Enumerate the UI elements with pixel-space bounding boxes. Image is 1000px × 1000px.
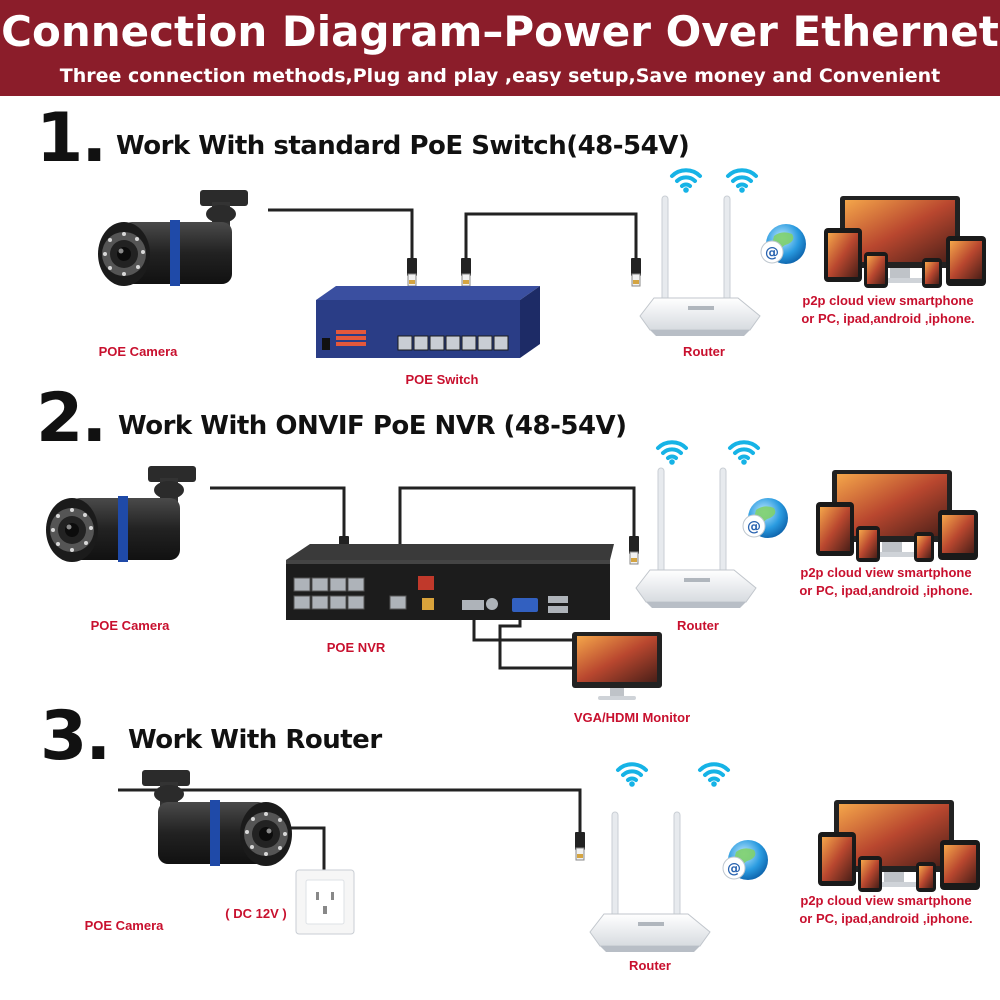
rj45-connector xyxy=(460,257,472,287)
cloud-view-line-2: or PC, ipad,android ,iphone. xyxy=(799,911,973,926)
label-poe-nvr: POE NVR xyxy=(326,640,386,655)
step-number-2: 2. xyxy=(36,379,107,458)
rj45-connector xyxy=(406,257,418,287)
step-title-2: Work With ONVIF PoE NVR (48-54V) xyxy=(118,411,627,441)
step-title-1: Work With standard PoE Switch(48-54V) xyxy=(116,131,690,161)
camera-icon xyxy=(46,466,196,562)
cloud-view-line-1: p2p cloud view smartphone xyxy=(800,893,972,908)
label-router-2: Router xyxy=(677,618,719,633)
rj45-connector xyxy=(630,257,642,287)
cable-nvr-monitor-2 xyxy=(472,612,580,670)
label-poe-switch: POE Switch xyxy=(405,372,479,387)
step-number-3: 3. xyxy=(40,697,111,776)
cable-nvr-router-2 xyxy=(398,486,636,580)
cloud-globe-icon xyxy=(760,223,807,265)
cloud-view-line-1: p2p cloud view smartphone xyxy=(802,293,974,308)
label-poe-camera-1: POE Camera xyxy=(98,344,178,359)
label-router-1: Router xyxy=(683,344,725,359)
cable-camera-router-3 xyxy=(118,788,582,836)
cloud-view-line-2: or PC, ipad,android ,iphone. xyxy=(799,583,973,598)
router-icon xyxy=(589,811,711,953)
label-cloud-view-2: p2p cloud view smartphone or PC, ipad,an… xyxy=(776,564,996,600)
label-poe-camera-2: POE Camera xyxy=(90,618,170,633)
camera-icon xyxy=(142,770,292,866)
devices-icon xyxy=(824,196,986,288)
cable-camera-nvr-2 xyxy=(210,486,346,540)
rj45-connector xyxy=(574,831,586,861)
router-icon xyxy=(639,195,761,337)
power-outlet-icon xyxy=(295,869,355,935)
router-icon xyxy=(635,467,757,609)
label-router-3: Router xyxy=(629,958,671,973)
camera-icon xyxy=(98,190,248,286)
cable-camera-switch-1 xyxy=(268,208,414,262)
poe-switch-icon xyxy=(316,286,540,358)
devices-icon xyxy=(816,470,978,562)
label-power-dc12v: ( DC 12V ) xyxy=(225,906,287,921)
wifi-icon xyxy=(656,440,688,467)
monitor-icon xyxy=(572,632,662,700)
wifi-icon xyxy=(726,168,758,195)
rj45-connector xyxy=(338,535,350,565)
cloud-view-line-2: or PC, ipad,android ,iphone. xyxy=(801,311,975,326)
wifi-icon xyxy=(728,440,760,467)
wifi-icon xyxy=(670,168,702,195)
rj45-connector xyxy=(628,535,640,565)
step-title-3: Work With Router xyxy=(128,725,382,755)
label-poe-camera-3: POE Camera xyxy=(84,918,164,933)
header-banner: Connection Diagram–Power Over Ethernet T… xyxy=(0,0,1000,96)
label-monitor: VGA/HDMI Monitor xyxy=(573,710,691,725)
step-number-1: 1. xyxy=(36,99,107,178)
poe-nvr-icon xyxy=(286,544,614,620)
cloud-globe-icon xyxy=(722,839,769,881)
cable-switch-router-1 xyxy=(464,212,638,262)
cable-camera-power-3 xyxy=(210,826,326,880)
devices-icon xyxy=(818,800,980,892)
page-subtitle: Three connection methods,Plug and play ,… xyxy=(59,65,941,87)
wifi-icon xyxy=(698,762,730,789)
page-title: Connection Diagram–Power Over Ethernet xyxy=(1,7,999,56)
wifi-icon xyxy=(616,762,648,789)
cloud-globe-icon xyxy=(742,497,789,539)
label-cloud-view-3: p2p cloud view smartphone or PC, ipad,an… xyxy=(776,892,996,928)
cloud-view-line-1: p2p cloud view smartphone xyxy=(800,565,972,580)
label-cloud-view-1: p2p cloud view smartphone or PC, ipad,an… xyxy=(778,292,998,328)
